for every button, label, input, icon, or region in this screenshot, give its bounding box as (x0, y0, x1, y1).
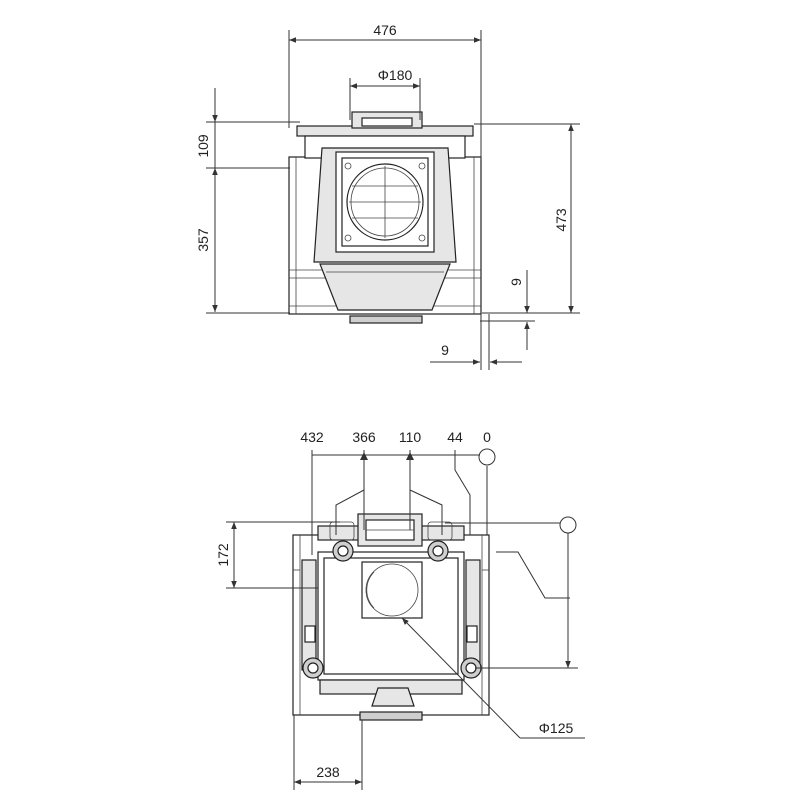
hopper-shape (319, 263, 451, 311)
dim-body-height: 357 (195, 228, 211, 252)
motor-housing (313, 147, 457, 263)
top-view: 476 Φ180 109 357 473 9 (195, 22, 580, 370)
bottom-frame (292, 513, 490, 721)
top-dimensions: 476 Φ180 109 357 473 9 (195, 22, 580, 370)
dim-44: 44 (447, 429, 463, 445)
dim-width: 476 (373, 22, 397, 38)
dim-432: 432 (300, 429, 324, 445)
dim-total-height: 473 (553, 208, 569, 232)
bottom-view: 432 366 110 44 0 172 (215, 429, 585, 790)
dim-duct-diameter: Φ180 (378, 67, 413, 83)
duct-circle (365, 563, 419, 617)
dim-top-height: 109 (195, 134, 211, 158)
dim-110: 110 (399, 429, 422, 445)
dim-366: 366 (352, 429, 376, 445)
hopper (319, 263, 451, 324)
dim-offset-vertical: 9 (508, 278, 524, 286)
mounting-feet (302, 521, 482, 679)
origin-marker-top (478, 448, 496, 466)
dim-duct-125: Φ125 (539, 720, 574, 736)
bottom-plate (349, 315, 423, 324)
dim-0: 0 (483, 429, 491, 445)
dim-172: 172 (215, 543, 231, 567)
dim-offset-horizontal: 9 (441, 342, 449, 358)
duct-square (361, 561, 423, 619)
bottom-dimensions: 432 366 110 44 0 172 (215, 429, 585, 790)
bottom-handle (359, 711, 423, 721)
dim-238: 238 (316, 764, 340, 780)
origin-marker-right (559, 516, 577, 534)
